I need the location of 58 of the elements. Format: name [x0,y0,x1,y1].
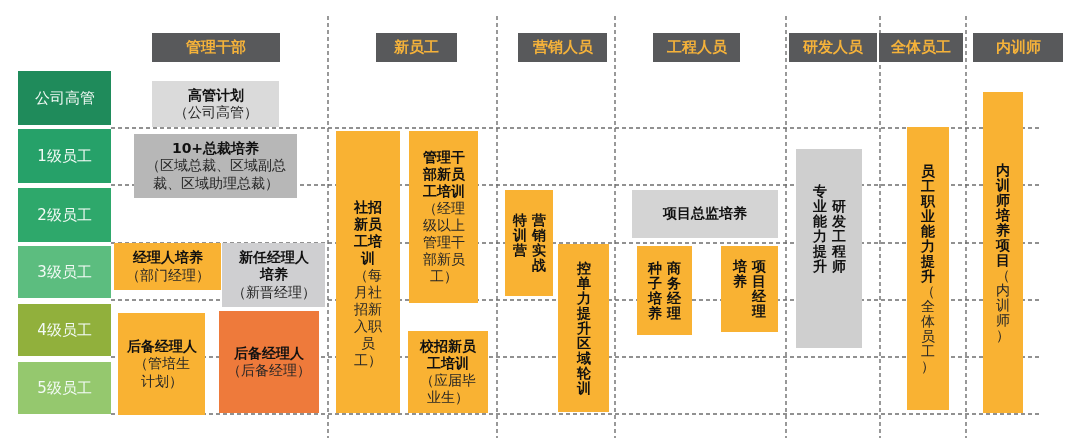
training-box [637,246,692,335]
column-header: 管理干部 [152,33,280,62]
training-box [336,131,400,413]
level-tab: 4级员工 [18,304,111,356]
column-header: 营销人员 [518,33,607,62]
column-header: 新员工 [376,33,457,62]
training-box [505,190,553,296]
training-title: 员工职业能力提升 [921,162,935,284]
training-title: 内训师培养项目 [996,161,1010,268]
training-title: 控单力提升区域轮训 [576,259,591,396]
training-title: 经理人培养 [132,249,203,267]
training-title: 后备经理人 [234,344,304,362]
training-title: 营销实战特训营 [512,212,546,273]
training-box [222,243,325,307]
training-title: 社招新员工培训 [353,198,383,267]
training-box [114,243,221,290]
training-note: （经理级以上管理干部新员工） [421,199,466,286]
training-note: （后备经理） [227,362,311,380]
training-note: （公司高管） [173,104,258,122]
training-note: （每月社招新入职员工） [353,266,383,370]
training-box [721,246,778,332]
training-box [152,81,279,127]
training-box [408,331,488,413]
column-header: 内训师 [973,33,1063,62]
level-tab: 2级员工 [18,188,111,242]
training-title: 高管计划 [187,86,244,104]
training-title: 新任经理人培养 [237,249,310,284]
level-tab: 3级员工 [18,246,111,298]
training-title: 校招新员工培训 [419,337,477,372]
training-box [796,149,862,348]
training-note: （全体员工） [921,282,935,374]
training-title: 项目总监培养 [663,205,747,223]
training-note: （部门经理） [125,266,210,284]
column-header: 全体员工 [879,33,963,62]
training-title: 商务经理种子培养 [648,259,681,321]
column-header: 研发人员 [789,33,877,62]
training-note: （内训师） [996,266,1010,343]
training-title: 后备经理人 [126,338,197,356]
level-tab: 1级员工 [18,129,111,183]
training-note: （新晋经理） [231,283,316,301]
training-box [558,244,609,412]
training-box [409,131,478,303]
training-title: 研发工程师专业能力提升 [812,182,846,274]
column-header: 工程人员 [653,33,740,62]
training-note: （管培生计划） [132,355,191,390]
training-title: 管理干部新员工培训 [421,148,466,200]
training-box [118,313,205,415]
training-title: 10+总裁培养 [171,140,260,158]
training-note: （应届毕业生） [419,372,477,407]
training-box [983,92,1023,413]
training-title: 项目经理培养 [733,258,766,319]
level-tab: 5级员工 [18,362,111,414]
training-box [632,190,778,238]
training-note: （区域总裁、区域副总裁、区域助理总裁） [144,157,287,192]
training-box [134,134,297,198]
level-tab: 公司高管 [18,71,111,125]
training-box [907,127,949,410]
training-box [219,311,319,413]
